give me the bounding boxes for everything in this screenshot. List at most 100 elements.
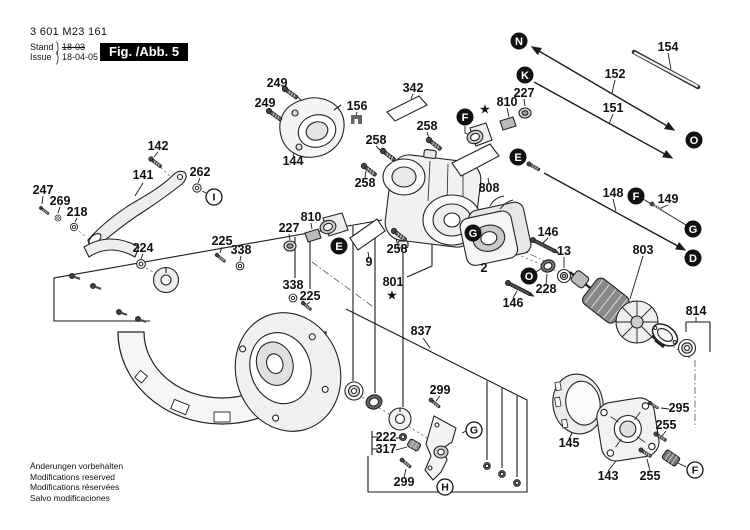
- bearing-13: [556, 268, 572, 284]
- knurled-bushing: [661, 449, 681, 467]
- spindle-ring: [365, 394, 383, 410]
- rod-152: [530, 46, 676, 131]
- ref-marker-outline-G: G: [465, 421, 483, 439]
- star-icon: ★: [479, 103, 491, 118]
- part-label-225: 225: [212, 234, 233, 248]
- brace: ): [56, 49, 59, 65]
- svg-text:K: K: [521, 70, 529, 82]
- stator-2: [459, 195, 532, 266]
- part-label-299: 299: [430, 383, 451, 397]
- svg-text:F: F: [633, 191, 640, 203]
- part-label-152: 152: [605, 67, 626, 81]
- label-plate-342: [386, 95, 428, 122]
- pivot-bracket-plate: [424, 415, 457, 481]
- part-label-227: 227: [279, 221, 300, 235]
- legal-line-fr: Modifications réservées: [30, 482, 120, 492]
- rod-154: [631, 49, 701, 90]
- old-revision-date: 18-03: [62, 42, 86, 52]
- part-label-227: 227: [514, 86, 535, 100]
- svg-text:G: G: [470, 425, 478, 437]
- title-block: 3 601 M23 161: [30, 26, 107, 38]
- legal-line-de: Änderungen vorbehalten: [30, 461, 124, 471]
- ref-marker-filled-K: K: [516, 66, 534, 84]
- ref-marker-filled-G: G: [684, 220, 702, 238]
- legal-notice: Änderungen vorbehalten Modifications res…: [30, 461, 123, 503]
- label-plate-9: [349, 218, 386, 251]
- ref-marker-filled-N: N: [510, 32, 528, 50]
- part-label-338: 338: [283, 278, 304, 292]
- structure-lines: [53, 219, 711, 493]
- brush-holder-top-810: [466, 107, 532, 147]
- part-label-144: 144: [283, 154, 304, 168]
- brace: ): [56, 39, 59, 55]
- guard-flange: [234, 312, 342, 432]
- label-plate-808: [451, 143, 500, 177]
- part-label-249: 249: [255, 96, 276, 110]
- part-label-269: 269: [50, 194, 71, 208]
- figure-label: Fig. /Abb. 5: [100, 43, 189, 61]
- rod-151: [533, 81, 674, 159]
- part-label-224: 224: [133, 241, 154, 255]
- rod-148: [543, 172, 687, 251]
- legal-line-en: Modifications reserved: [30, 471, 116, 482]
- part-label-317: 317: [376, 442, 397, 456]
- part-label-814: 814: [686, 304, 707, 318]
- part-label-9: 9: [366, 255, 373, 269]
- ring-228: [540, 259, 556, 273]
- ref-marker-outline-F: F: [686, 461, 704, 479]
- stand-label: Stand: [30, 42, 54, 52]
- part-label-837: 837: [411, 324, 432, 338]
- svg-text:I: I: [213, 192, 216, 204]
- part-label-810: 810: [301, 210, 322, 224]
- svg-text:O: O: [690, 135, 699, 147]
- revision-block: Stand ) 18-03 Issue ) 18-04-05: [30, 39, 98, 65]
- svg-text:F: F: [692, 465, 699, 477]
- part-label-247: 247: [33, 183, 54, 197]
- svg-text:H: H: [441, 482, 449, 494]
- part-label-255: 255: [640, 469, 661, 483]
- ref-marker-filled-F: F: [627, 187, 645, 205]
- part-label-262: 262: [190, 165, 211, 179]
- part-label-255: 255: [656, 418, 677, 432]
- fan-baffle-145: [552, 373, 604, 435]
- part-label-803: 803: [633, 243, 654, 257]
- bushing-317: [406, 438, 422, 452]
- blade-flange-disc: [152, 266, 180, 294]
- svg-text:G: G: [469, 228, 478, 240]
- part-label-225: 225: [300, 289, 321, 303]
- bearing-plate-143: [596, 397, 660, 462]
- part-label-258: 258: [387, 242, 408, 256]
- svg-text:D: D: [689, 253, 697, 265]
- part-label-142: 142: [148, 139, 169, 153]
- clip-156: [351, 115, 362, 124]
- part-label-810: 810: [497, 95, 518, 109]
- ref-marker-outline-H: H: [436, 478, 454, 496]
- part-label-249: 249: [267, 76, 288, 90]
- part-label-141: 141: [133, 168, 154, 182]
- part-label-295: 295: [669, 401, 690, 415]
- star-icon: ★: [386, 289, 398, 304]
- part-label-222: 222: [376, 430, 397, 444]
- motor-end-cap-144: [279, 97, 345, 158]
- part-label-149: 149: [658, 192, 679, 206]
- brush-holder-left-810: [283, 212, 349, 252]
- svg-text:E: E: [514, 152, 521, 164]
- star-markers: ★★: [386, 103, 491, 304]
- part-label-342: 342: [403, 81, 424, 95]
- part-label-218: 218: [67, 205, 88, 219]
- screw-149-line: [642, 198, 687, 226]
- issue-label: Issue: [30, 52, 52, 62]
- svg-text:F: F: [462, 112, 469, 124]
- armature-803: [569, 270, 665, 349]
- part-label-145: 145: [559, 436, 580, 450]
- svg-text:N: N: [515, 36, 523, 48]
- part-label-801: 801: [383, 275, 404, 289]
- part-label-299: 299: [394, 475, 415, 489]
- part-label-13: 13: [557, 244, 571, 258]
- part-label-338: 338: [231, 243, 252, 257]
- ref-marker-filled-E: E: [330, 237, 348, 255]
